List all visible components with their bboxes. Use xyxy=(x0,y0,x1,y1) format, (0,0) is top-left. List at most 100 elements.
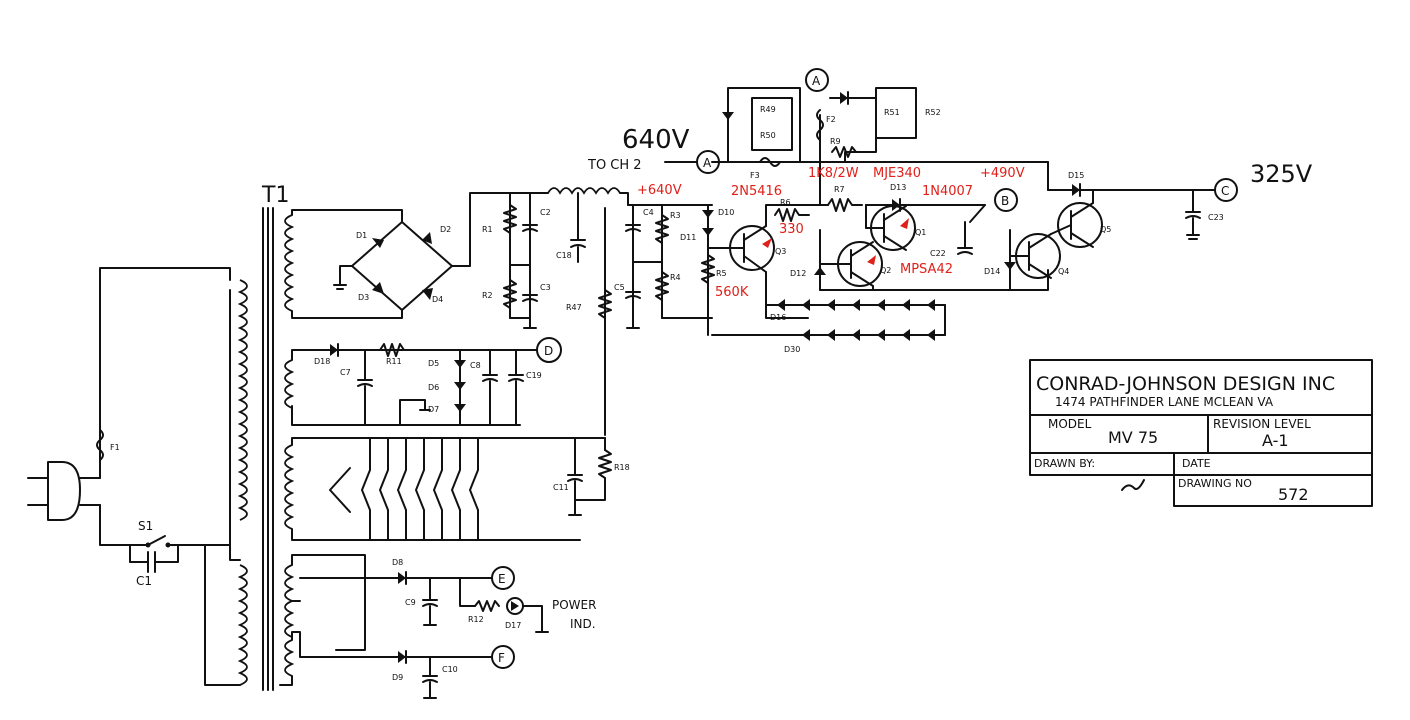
voltage-325v: 325V xyxy=(1250,160,1313,188)
label-r4: R4 xyxy=(670,273,681,282)
label-c7: C7 xyxy=(340,368,351,377)
node-d-label: D xyxy=(544,344,553,358)
annotation-490v: +490V xyxy=(980,166,1025,181)
label-r6: R6 xyxy=(780,198,791,207)
title-drawing-no-value: 572 xyxy=(1278,485,1309,504)
label-r51: R51 xyxy=(884,108,900,117)
resistor-r47: R47 xyxy=(566,207,612,436)
label-c4: C4 xyxy=(643,208,654,217)
label-c23: C23 xyxy=(1208,213,1224,222)
label-c18: C18 xyxy=(556,251,572,260)
node-b: B xyxy=(994,188,1018,212)
filter-bank-1: R1 R2 C2 C3 xyxy=(482,192,551,329)
label-c3: C3 xyxy=(540,283,551,292)
fuse-f1: F1 xyxy=(96,429,120,461)
title-drawn-by-label: DRAWN BY: xyxy=(1034,457,1095,470)
label-c8: C8 xyxy=(470,361,481,370)
node-a-label: A xyxy=(703,156,712,170)
label-r52: R52 xyxy=(925,108,941,117)
transformer-t1: T1 xyxy=(237,183,295,691)
label-r49: R49 xyxy=(760,105,776,114)
label-c19: C19 xyxy=(526,371,542,380)
label-c5: C5 xyxy=(614,283,625,292)
label-d7: D7 xyxy=(428,405,439,414)
annotation-330: 330 xyxy=(779,222,804,237)
label-c22: C22 xyxy=(930,249,946,258)
power-ind-label: IND. xyxy=(570,617,596,631)
capacitor-c18: C18 xyxy=(556,192,586,263)
power-label: POWER xyxy=(552,598,596,612)
to-ch2-label: TO CH 2 xyxy=(587,158,642,173)
label-d1: D1 xyxy=(356,231,367,240)
annotation-mje340: MJE340 xyxy=(873,166,921,181)
label-d11: D11 xyxy=(680,233,696,242)
label-d18: D18 xyxy=(314,357,330,366)
label-f2: F2 xyxy=(826,115,836,124)
signature-mark xyxy=(1121,479,1145,491)
annotation-1k8-2w: 1K8/2W xyxy=(808,166,859,181)
filter-bank-2: C4 C5 R3 R4 xyxy=(614,204,713,329)
label-d9: D9 xyxy=(392,673,403,682)
annotation-640v: +640V xyxy=(637,183,682,198)
node-a-top: A xyxy=(805,68,829,92)
node-c: C xyxy=(1214,178,1238,202)
label-d14: D14 xyxy=(984,267,1000,276)
title-revision-label: REVISION LEVEL xyxy=(1213,417,1311,431)
label-d15: D15 xyxy=(1068,171,1084,180)
annotation-2n5416: 2N5416 xyxy=(731,184,782,199)
title-date-label: DATE xyxy=(1182,457,1211,470)
title-model-label: MODEL xyxy=(1048,417,1092,431)
label-q3: Q3 xyxy=(775,247,786,256)
label-q1: Q1 xyxy=(915,228,926,237)
ac-plug xyxy=(27,461,101,521)
title-revision-value: A-1 xyxy=(1262,431,1289,450)
capacitor-c1: C1 xyxy=(129,544,179,588)
title-block: CONRAD-JOHNSON DESIGN INC 1474 PATHFINDE… xyxy=(1029,359,1373,507)
node-e-label: E xyxy=(498,572,506,586)
label-q5: Q5 xyxy=(1100,225,1111,234)
voltage-640v-handwritten: 640V xyxy=(622,125,690,155)
label-r18: R18 xyxy=(614,463,630,472)
label-f1: F1 xyxy=(110,443,120,452)
label-c10: C10 xyxy=(442,665,458,674)
node-a-top-label: A xyxy=(812,74,821,88)
label-r12: R12 xyxy=(468,615,484,624)
label-r3: R3 xyxy=(670,211,681,220)
annotation-560k: 560K xyxy=(715,285,749,300)
label-r5: R5 xyxy=(716,269,727,278)
mains-wiring xyxy=(99,267,241,686)
label-d2: D2 xyxy=(440,225,451,234)
d-supply: D18 R11 C7 D5 D6 D7 C8 C19 xyxy=(291,343,542,426)
title-company: CONRAD-JOHNSON DESIGN INC xyxy=(1036,373,1335,395)
label-t1: T1 xyxy=(261,183,289,208)
label-r2: R2 xyxy=(482,291,493,300)
label-c1: C1 xyxy=(136,574,152,588)
node-c-label: C xyxy=(1221,184,1229,198)
label-d17: D17 xyxy=(505,621,521,630)
label-r1: R1 xyxy=(482,225,493,234)
top-network: R49 R50 F3 F2 R51 R52 R9 xyxy=(722,87,941,180)
label-q4: Q4 xyxy=(1058,267,1069,276)
label-c11: C11 xyxy=(553,483,569,492)
label-d30: D30 xyxy=(784,345,800,354)
title-address: 1474 PATHFINDER LANE MCLEAN VA xyxy=(1055,395,1274,409)
heater-section: C11 R18 xyxy=(291,437,630,541)
label-c9: C9 xyxy=(405,598,416,607)
node-e: E xyxy=(491,566,515,590)
node-f: F xyxy=(491,645,515,669)
annotation-mpsa42: MPSA42 xyxy=(900,262,953,277)
label-c2: C2 xyxy=(540,208,551,217)
label-d8: D8 xyxy=(392,558,403,567)
label-r47: R47 xyxy=(566,303,582,312)
label-d5: D5 xyxy=(428,359,439,368)
label-r11: R11 xyxy=(386,357,402,366)
label-s1: S1 xyxy=(138,519,153,533)
label-d6: D6 xyxy=(428,383,439,392)
node-b-label: B xyxy=(1001,194,1009,208)
label-r9: R9 xyxy=(830,137,841,146)
node-f-label: F xyxy=(498,651,505,665)
label-d13: D13 xyxy=(890,183,906,192)
label-r7: R7 xyxy=(834,185,845,194)
